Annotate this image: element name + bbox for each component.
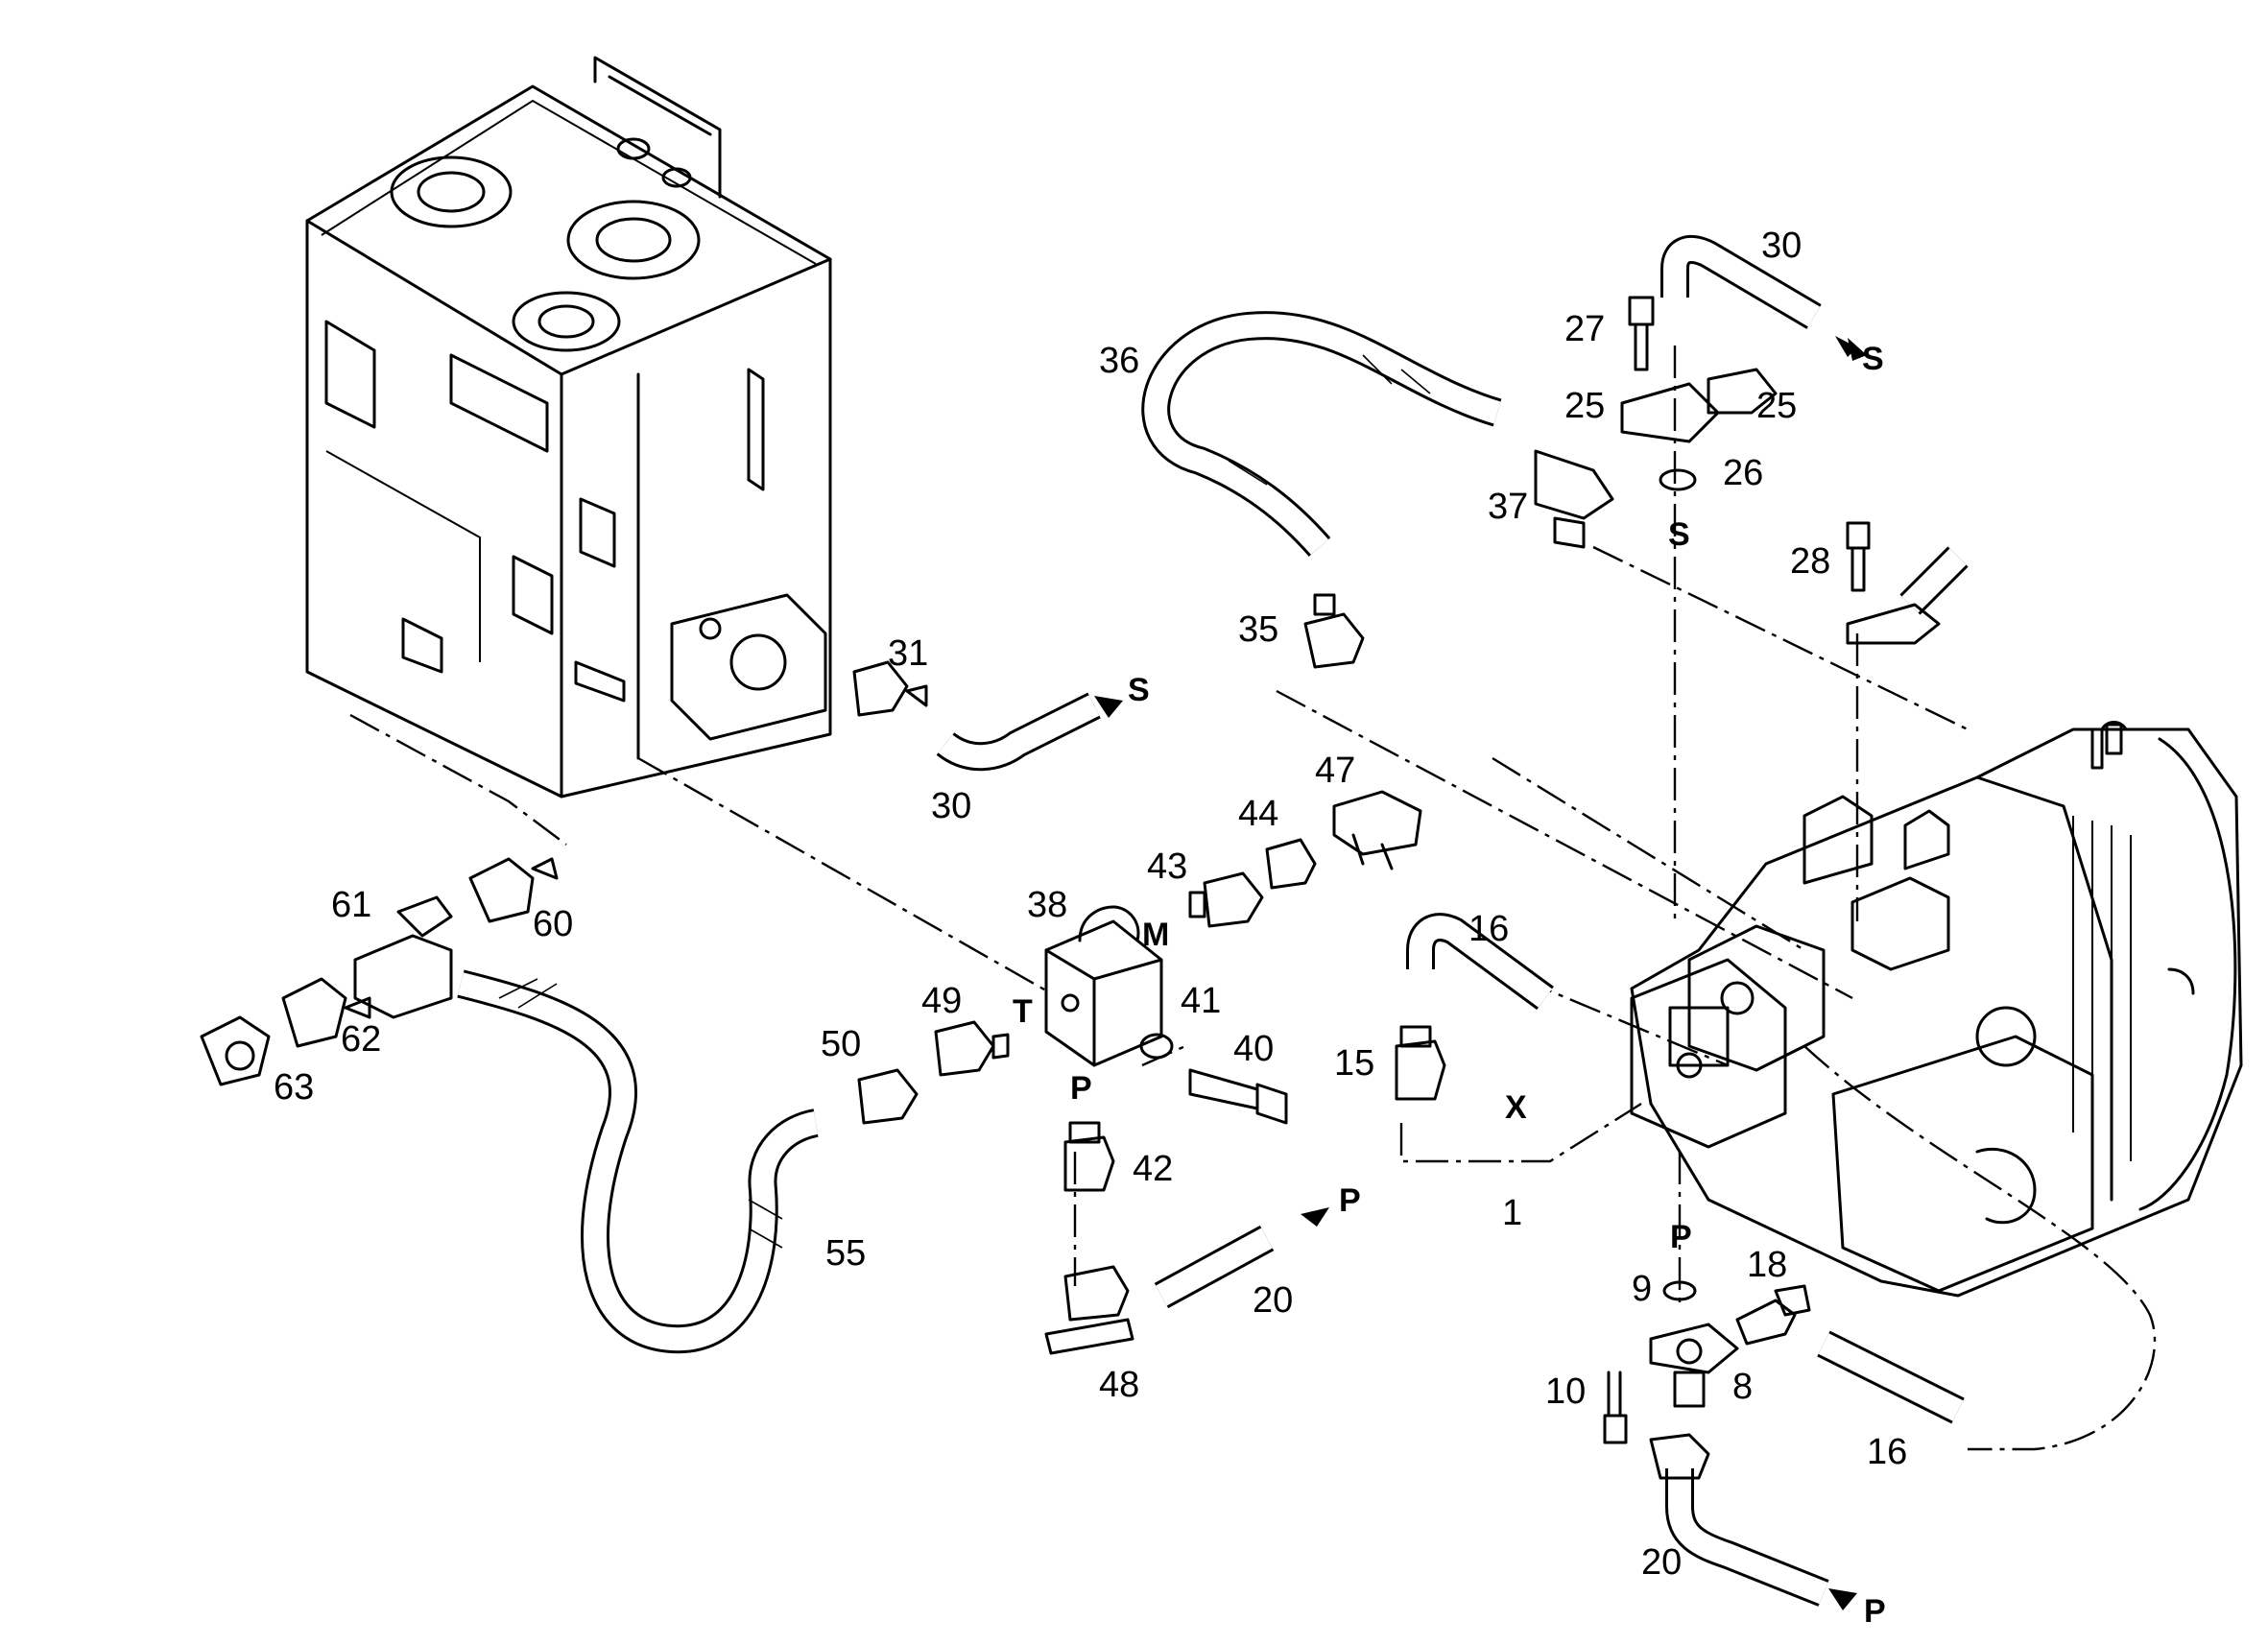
port-p-pump: P (1670, 1219, 1692, 1255)
hydraulic-tank (305, 56, 832, 799)
label-16-lower: 16 (1867, 1432, 1907, 1472)
label-35: 35 (1238, 609, 1278, 650)
washer-41 (1139, 1033, 1174, 1060)
label-15: 15 (1334, 1043, 1374, 1084)
label-25-left: 25 (1564, 386, 1605, 426)
label-30-left: 30 (931, 786, 971, 826)
hose-16-lower (1817, 1330, 1965, 1424)
flange-8 (1649, 1323, 1739, 1408)
label-27: 27 (1564, 309, 1605, 349)
hose-28 (1899, 546, 1969, 615)
port-x-pump: X (1505, 1089, 1527, 1126)
hose-20-bottom (1665, 1468, 1829, 1607)
flow-arrow-p-hose (1301, 1207, 1329, 1227)
fitting-15 (1395, 1025, 1446, 1101)
nut-20-bottom (1649, 1433, 1710, 1480)
label-20-bottom: 20 (1641, 1542, 1682, 1583)
fitting-35 (1303, 593, 1365, 669)
label-16-upper: 16 (1468, 909, 1509, 949)
port-p-hose: P (1339, 1182, 1361, 1219)
label-44: 44 (1238, 794, 1278, 834)
label-26: 26 (1723, 453, 1763, 493)
fitting-62 (281, 977, 371, 1048)
label-60: 60 (533, 904, 573, 944)
label-40: 40 (1233, 1029, 1274, 1069)
assembly-centerlines (349, 346, 2157, 1451)
label-55: 55 (825, 1233, 866, 1274)
fitting-50 (857, 1068, 919, 1125)
label-9: 9 (1632, 1269, 1652, 1309)
port-p-block: P (1070, 1070, 1092, 1107)
fitting-37 (1534, 449, 1614, 549)
hose-30-top (1660, 235, 1822, 329)
fitting-18 (1735, 1284, 1811, 1346)
sensor-47 (1332, 790, 1422, 870)
fitting-31 (852, 660, 928, 717)
label-63: 63 (274, 1067, 314, 1108)
port-s-valve: S (1668, 516, 1690, 553)
label-30-top: 30 (1761, 226, 1802, 266)
label-41: 41 (1181, 981, 1221, 1021)
fitting-60 (468, 857, 559, 923)
port-m-block: M (1142, 917, 1169, 953)
label-25-right: 25 (1756, 386, 1797, 426)
bolt-28 (1846, 521, 1941, 645)
bolt-27 (1628, 296, 1655, 371)
fitting-42 (1063, 1121, 1115, 1192)
label-49: 49 (921, 981, 962, 1021)
part-labels: 1 8 9 10 15 16 16 18 20 20 25 25 26 27 2… (274, 226, 1907, 1583)
bolt-40 (1188, 1068, 1288, 1125)
label-10: 10 (1545, 1371, 1586, 1412)
port-letters: S S S P P P P T M X (1013, 341, 1886, 1630)
label-48: 48 (1099, 1365, 1139, 1405)
fitting-43 (1188, 871, 1264, 928)
port-s-top: S (1862, 341, 1884, 377)
fitting-44 (1265, 838, 1317, 890)
o-ring-26 (1659, 468, 1697, 491)
flange-25-pair (1620, 368, 1778, 443)
o-ring-9 (1662, 1280, 1697, 1301)
label-28: 28 (1790, 541, 1830, 582)
fitting-49 (934, 1020, 1010, 1077)
port-s-left: S (1128, 672, 1150, 708)
label-43: 43 (1147, 846, 1187, 887)
fitting-61-tee (353, 895, 453, 1019)
fitting-63 (200, 1015, 271, 1086)
flow-arrow-s-left (1094, 696, 1123, 718)
label-20-block: 20 (1253, 1280, 1293, 1321)
label-61: 61 (331, 885, 371, 925)
label-31: 31 (888, 633, 928, 674)
port-t-block: T (1013, 993, 1033, 1030)
hose-55 (457, 969, 820, 1354)
label-1: 1 (1502, 1193, 1522, 1233)
label-36: 36 (1099, 341, 1139, 381)
hose-30-left (936, 692, 1101, 772)
port-p-bottom: P (1864, 1593, 1886, 1630)
hose-16-upper (1406, 913, 1554, 1011)
label-8: 8 (1732, 1367, 1753, 1407)
label-18: 18 (1747, 1245, 1787, 1285)
bolt-10 (1603, 1371, 1628, 1444)
label-37: 37 (1488, 487, 1528, 527)
label-42: 42 (1133, 1149, 1173, 1189)
flow-arrow-s-top (1835, 336, 1867, 361)
flow-arrow-p-bottom (1828, 1588, 1857, 1610)
label-38: 38 (1027, 885, 1067, 925)
tee-48 (1044, 1265, 1134, 1355)
label-62: 62 (341, 1019, 381, 1060)
pump-engine-assembly (1630, 721, 2243, 1298)
label-47: 47 (1315, 751, 1355, 791)
hose-36 (1141, 311, 1502, 557)
label-50: 50 (821, 1024, 861, 1064)
hose-20-block (1154, 1225, 1275, 1309)
